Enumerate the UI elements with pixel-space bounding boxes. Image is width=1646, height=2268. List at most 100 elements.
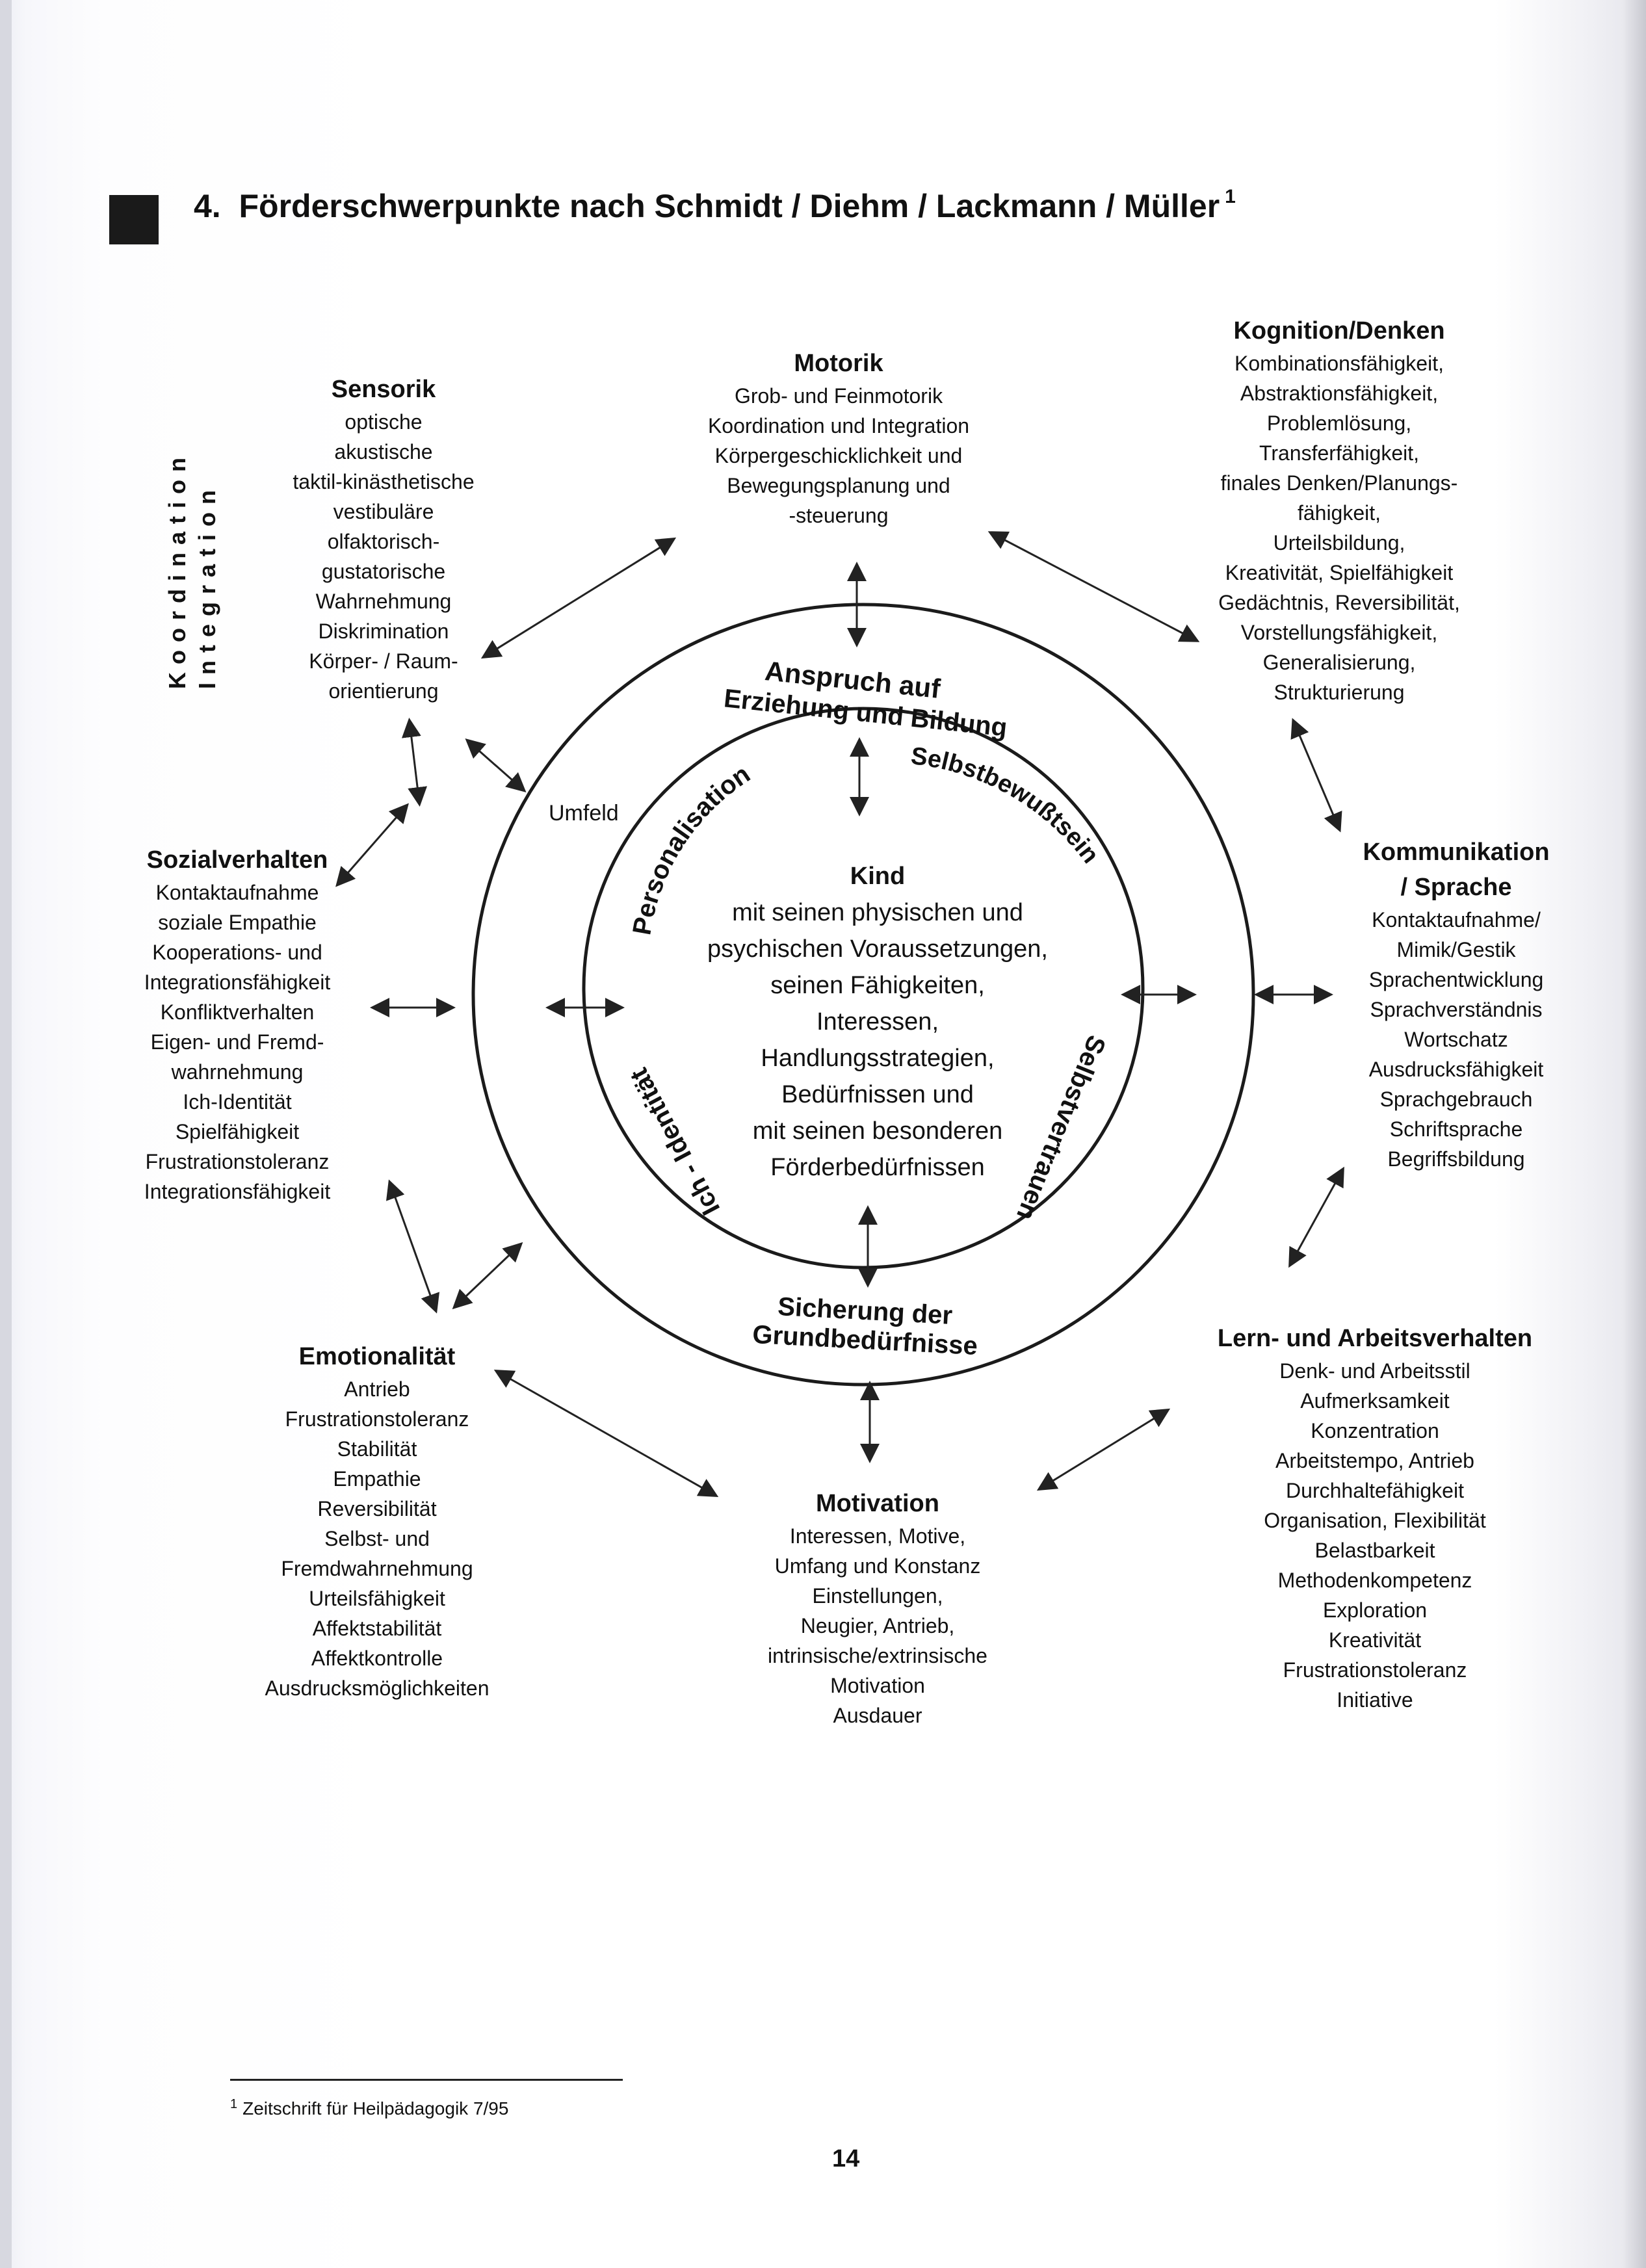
kommunikation-item: Wortschatz [1404,1028,1508,1051]
arrow-sensorik-motorik [480,537,677,659]
sensorik-item: vestibuläre [333,500,434,523]
arrow-kognition-kommunikation [1290,718,1342,833]
arrow-emotion-outer [452,1242,523,1310]
heading-number: 4. [194,188,221,224]
motorik-block: Motorik Grob- und Feinmotorik Koordinati… [676,346,1001,530]
emotionalitaet-title: Emotionalität [298,1343,456,1370]
kognition-item: Strukturierung [1274,681,1405,704]
arrow-sensorik-down [401,718,428,807]
kognition-block: Kognition/Denken Kombinationsfähigkeit, … [1196,313,1482,707]
emotionalitaet-item: Ausdrucksmöglichkeiten [265,1676,490,1700]
arrow-sensorik-sozial [335,803,409,887]
emotionalitaet-block: Emotionalität Antrieb Frustrationstolera… [254,1339,501,1703]
kognition-item: Vorstellungsfähigkeit, [1240,621,1438,644]
motivation-item: Einstellungen, [812,1584,943,1608]
motorik-item: -steuerung [789,504,889,527]
sozialverhalten-title: Sozialverhalten [146,846,328,874]
sensorik-item: orientierung [328,679,439,703]
lernverhalten-item: Kreativität [1328,1628,1422,1652]
kognition-item: Problemlösung, [1266,411,1412,435]
kind-item: mit seinen besonderen [752,1117,1003,1145]
sensorik-block: Sensorik optische akustische taktil-kinä… [273,372,494,706]
sozialverhalten-item: Kontaktaufnahme [155,881,319,904]
kognition-item: finales Denken/Planungs- [1220,471,1458,495]
kind-item: psychischen Voraussetzungen, [707,935,1048,963]
kind-block: Kind mit seinen physischen und psychisch… [676,858,1079,1186]
emotionalitaet-item: Stabilität [337,1437,417,1461]
emotionalitaet-item: Selbst- und [324,1527,430,1550]
motorik-item: Bewegungsplanung und [727,474,950,497]
sensorik-item: akustische [334,440,433,463]
sozialverhalten-item: Konfliktverhalten [160,1000,315,1024]
sensorik-item: gustatorische [321,560,446,583]
kognition-item: Kreativität, Spielfähigkeit [1225,561,1454,584]
motivation-item: Neugier, Antrieb, [800,1614,955,1637]
kommunikation-item: Schriftsprache [1389,1117,1523,1141]
lernverhalten-item: Organisation, Flexibilität [1264,1509,1486,1532]
lernverhalten-item: Aufmerksamkeit [1300,1389,1450,1413]
kind-item: Handlungsstrategien, [761,1045,995,1072]
kind-item: Förderbedürfnissen [770,1154,985,1181]
heading-bullet-square [109,195,159,244]
page-number: 14 [832,2145,860,2172]
emotionalitaet-item: Fremdwahrnehmung [281,1557,473,1580]
sensorik-item: Wahrnehmung [315,590,452,613]
sensorik-title: Sensorik [331,376,436,403]
sozialverhalten-item: soziale Empathie [158,911,317,934]
arrow-sozial-emotion [385,1179,440,1314]
heading-footnote-mark: 1 [1225,186,1236,207]
lernverhalten-item: Exploration [1322,1598,1428,1622]
lernverhalten-item: Belastbarkeit [1314,1539,1435,1562]
emotionalitaet-item: Affektstabilität [312,1617,442,1640]
sensorik-item: Diskrimination [318,619,449,643]
emotionalitaet-item: Antrieb [344,1377,410,1401]
kognition-item: Generalisierung, [1262,651,1416,674]
kommunikation-item: Kontaktaufnahme/ [1372,908,1541,932]
footnote-text: Zeitschrift für Heilpädagogik 7/95 [242,2098,509,2118]
kind-item: Interessen, [816,1008,939,1036]
kognition-item: Gedächtnis, Reversibilität, [1218,591,1460,614]
sensorik-item: optische [345,410,423,434]
sensorik-item: olfaktorisch- [327,530,440,553]
motivation-item: intrinsische/extrinsische [768,1644,987,1667]
emotionalitaet-item: Frustrationstoleranz [285,1407,469,1431]
kognition-item: fähigkeit, [1297,501,1381,525]
lernverhalten-title: Lern- und Arbeitsverhalten [1217,1325,1533,1352]
kommunikation-title: / Sprache [1400,874,1512,901]
kognition-item: Urteilsbildung, [1273,531,1405,554]
sensorik-item: Körper- / Raum- [309,649,458,673]
motorik-item: Koordination und Integration [707,414,970,437]
motivation-item: Interessen, Motive, [789,1524,966,1548]
sozialverhalten-item: Eigen- und Fremd- [150,1030,324,1054]
kommunikation-item: Mimik/Gestik [1396,938,1516,961]
kind-title: Kind [850,863,906,890]
motivation-title: Motivation [816,1490,939,1517]
kognition-item: Kombinationsfähigkeit, [1234,352,1444,375]
sozialverhalten-item: Integrationsfähigkeit [144,971,331,994]
arrow-motorik-kognition [987,531,1200,642]
lernverhalten-block: Lern- und Arbeitsverhalten Denk- und Arb… [1206,1321,1544,1715]
emotionalitaet-item: Empathie [333,1467,421,1491]
motivation-block: Motivation Interessen, Motive, Umfang un… [728,1486,1027,1730]
binding-edge [0,0,12,2268]
arrow-kommunikation-lern [1288,1166,1344,1268]
kind-item: Bedürfnissen und [781,1081,974,1108]
footnote-divider [230,2079,623,2081]
page-fold [1623,0,1646,2268]
lernverhalten-item: Konzentration [1311,1419,1439,1442]
sensorik-item: taktil-kinästhetische [293,470,475,493]
lernverhalten-item: Methodenkompetenz [1277,1569,1472,1592]
lernverhalten-item: Initiative [1337,1688,1413,1712]
kommunikation-item: Ausdrucksfähigkeit [1368,1058,1544,1081]
kognition-item: Abstraktionsfähigkeit, [1240,382,1439,405]
footnote-mark: 1 [230,2097,238,2111]
emotionalitaet-item: Reversibilität [317,1497,437,1520]
kind-item: mit seinen physischen und [732,899,1023,926]
sozialverhalten-item: Integrationsfähigkeit [144,1180,331,1203]
lernverhalten-item: Frustrationstoleranz [1283,1658,1467,1682]
lernverhalten-item: Durchhaltefähigkeit [1286,1479,1464,1502]
kommunikation-item: Sprachentwicklung [1368,968,1544,991]
page-heading: 4. Förderschwerpunkte nach Schmidt / Die… [194,186,1236,225]
kommunikation-item: Begriffsbildung [1387,1147,1525,1171]
